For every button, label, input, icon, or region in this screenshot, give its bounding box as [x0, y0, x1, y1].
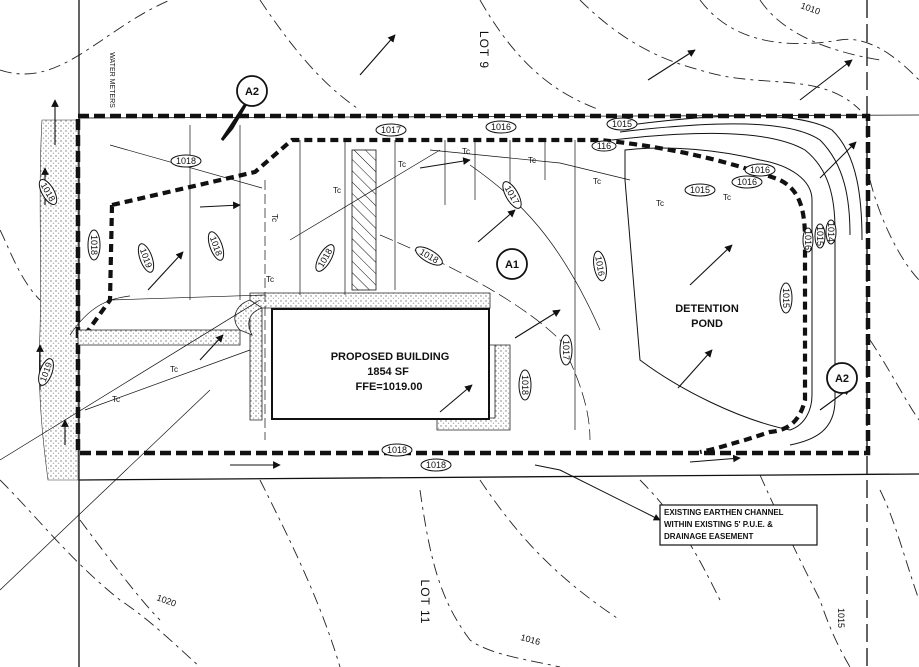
- detention-pond: [611, 115, 863, 446]
- hatched-retaining: [351, 149, 377, 291]
- proposed-building: [271, 308, 490, 420]
- tag-1018-south-b: 1018: [426, 460, 446, 470]
- grading-lines: [0, 125, 631, 591]
- tag-1016-pond: 1016: [750, 165, 770, 175]
- tc-label-5: Tc: [656, 199, 664, 208]
- tc-label-7: Tc: [333, 186, 341, 195]
- channel-note-line3: DRAINAGE EASEMENT: [664, 532, 753, 541]
- area-a2-circle-right: [826, 362, 858, 394]
- tag-1016-pond-b: 1016: [737, 177, 757, 187]
- tag-1016-east: 1016: [803, 230, 813, 250]
- contour-1010-text: 1010: [799, 0, 821, 16]
- tc-label-1: Tc: [398, 160, 406, 169]
- tag-116: 116: [597, 141, 611, 151]
- contour-1020-text: 1020: [155, 592, 177, 608]
- tag-1015-top: 1015: [612, 119, 632, 129]
- tag-1018-west: 1018: [89, 235, 99, 255]
- area-a2-circle-top: [236, 75, 268, 107]
- tag-1016-mid: 1016: [593, 255, 606, 276]
- tag-1018-south: 1018: [387, 445, 407, 455]
- tag-1015-pond: 1015: [690, 185, 710, 195]
- contour-1015-text: 1015: [836, 608, 846, 628]
- tag-1017-low: 1017: [561, 340, 571, 360]
- tc-label-8: Tc: [270, 214, 279, 222]
- paving: [77, 292, 511, 431]
- lot-9-label: LOT 9: [477, 31, 491, 69]
- property-boundary: [75, 113, 871, 456]
- a2-leader-top: [220, 101, 249, 141]
- tag-1018-left: 1018: [176, 156, 196, 166]
- tc-label-10: Tc: [170, 365, 178, 374]
- tc-label-4: Tc: [593, 177, 601, 186]
- tc-label-11: Tc: [112, 395, 120, 404]
- tc-label-2: Tc: [462, 147, 470, 156]
- building-ffe: FFE=1019.00: [356, 381, 423, 393]
- tc-label-9: Tc: [266, 275, 274, 284]
- building-title: PROPOSED BUILDING: [331, 351, 450, 363]
- tag-1014: 1014: [826, 222, 836, 242]
- pond-label-1: DETENTION: [675, 303, 739, 315]
- channel-note-line2: WITHIN EXISTING 5' P.U.E. &: [664, 520, 773, 529]
- tag-1015-east: 1015: [781, 288, 791, 308]
- contour-tags: 1017 1016 1015 116 1018 1016 1016 1015 1…: [38, 117, 837, 472]
- tag-1015-east-b: 1015: [815, 226, 825, 246]
- area-a2-label-right: A2: [835, 373, 849, 385]
- tc-label-6: Tc: [723, 193, 731, 202]
- tag-1017-top: 1017: [381, 125, 401, 135]
- tag-1016-top: 1016: [491, 122, 511, 132]
- tc-label-3: Tc: [528, 156, 536, 165]
- area-a1-circle: [496, 248, 528, 280]
- lot-11-label: LOT 11: [418, 580, 432, 625]
- channel-note-line1: EXISTING EARTHEN CHANNEL: [664, 508, 784, 517]
- pond-label-2: POND: [691, 318, 723, 330]
- channel-note-box: [659, 504, 818, 546]
- tc-labels: Tc Tc Tc Tc Tc Tc Tc Tc Tc Tc Tc: [112, 147, 731, 404]
- note-leader: [534, 464, 661, 521]
- area-a1-label: A1: [505, 259, 519, 271]
- water-meters-label: WATER METERS: [108, 52, 115, 108]
- area-a2-label-top: A2: [245, 86, 259, 98]
- tag-1018-e: 1018: [520, 375, 530, 395]
- contour-1016-text: 1016: [519, 632, 541, 647]
- building-area: 1854 SF: [367, 366, 409, 378]
